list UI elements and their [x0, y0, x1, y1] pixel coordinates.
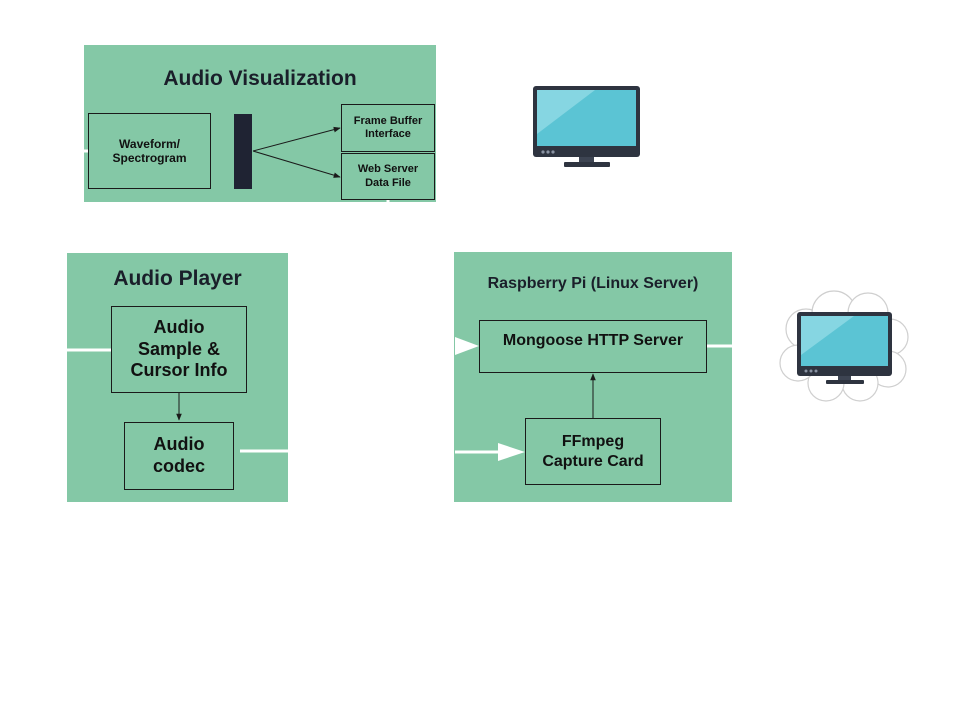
cloud-monitor-icon — [779, 290, 909, 402]
ffmpeg-capture-card-box: FFmpeg Capture Card — [525, 418, 661, 485]
audio-codec-box: Audio codec — [124, 422, 234, 490]
splitter-bar — [234, 114, 252, 189]
audio-player-title: Audio Player — [113, 267, 242, 290]
raspberry-pi-title: Raspberry Pi (Linux Server) — [487, 275, 699, 292]
audio-sample-cursor-box: Audio Sample & Cursor Info — [111, 306, 247, 393]
frame-buffer-interface-box: Frame Buffer Interface — [341, 104, 435, 152]
cloud-monitor-screen — [797, 312, 892, 384]
desktop-monitor-icon — [533, 86, 640, 167]
audio-player-panel: Audio Player — [67, 253, 288, 502]
mongoose-http-server-box: Mongoose HTTP Server — [479, 320, 707, 373]
web-server-data-file-box: Web Server Data File — [341, 153, 435, 200]
audio-visualization-title: Audio Visualization — [163, 67, 357, 90]
waveform-spectrogram-box: Waveform/ Spectrogram — [88, 113, 211, 189]
